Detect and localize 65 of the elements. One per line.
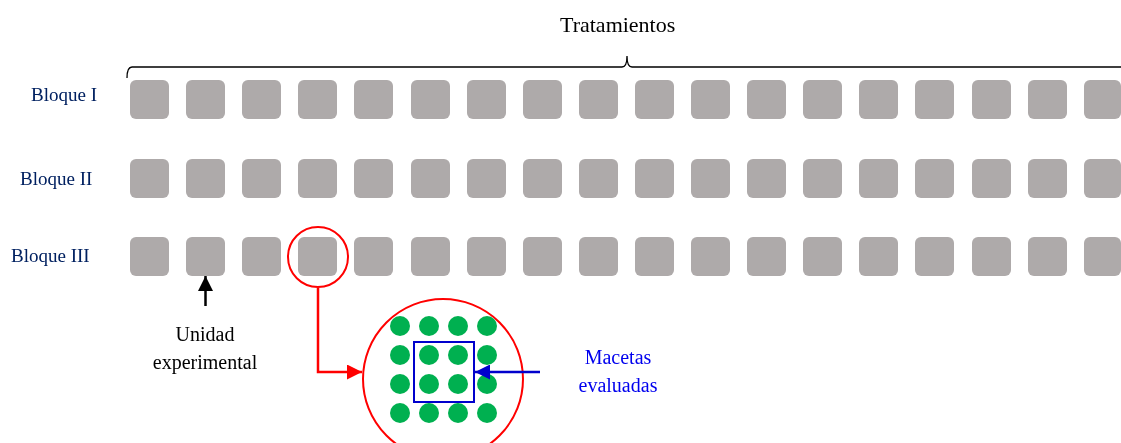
plot-square xyxy=(242,237,281,276)
plot-square xyxy=(691,80,730,119)
row-label: Bloque I xyxy=(31,84,97,106)
plot-square xyxy=(130,159,169,198)
plot-square xyxy=(186,237,225,276)
plot-square xyxy=(298,159,337,198)
plot-square xyxy=(411,237,450,276)
plot-square xyxy=(915,80,954,119)
arrow xyxy=(316,288,362,380)
plot-square xyxy=(747,159,786,198)
plot-square xyxy=(186,159,225,198)
plot-square xyxy=(1028,237,1067,276)
callout-text: Macetas evaluadas xyxy=(555,343,681,401)
plot-square xyxy=(803,159,842,198)
plot-square xyxy=(972,80,1011,119)
plot-square xyxy=(1028,159,1067,198)
plot-square xyxy=(972,237,1011,276)
plot-square xyxy=(467,237,506,276)
plot-square xyxy=(635,80,674,119)
plot-square xyxy=(523,159,562,198)
highlight-circle xyxy=(287,226,349,288)
plot-square xyxy=(242,159,281,198)
plot-square xyxy=(915,159,954,198)
plot-square xyxy=(411,80,450,119)
plot-square xyxy=(579,159,618,198)
selection-rectangle xyxy=(413,341,475,403)
plot-square xyxy=(130,80,169,119)
plot-square xyxy=(579,80,618,119)
axis-title: Tratamientos xyxy=(560,12,676,38)
plot-square xyxy=(915,237,954,276)
plot-square xyxy=(523,237,562,276)
plot-square xyxy=(467,80,506,119)
plot-square xyxy=(635,159,674,198)
plot-square xyxy=(411,159,450,198)
zoom-circle xyxy=(362,298,524,443)
row-label: Bloque III xyxy=(11,245,90,267)
plot-square xyxy=(1028,80,1067,119)
plot-square xyxy=(859,237,898,276)
plot-square xyxy=(859,80,898,119)
plot-square xyxy=(803,80,842,119)
plot-square xyxy=(579,237,618,276)
plot-square xyxy=(298,237,337,276)
plot-square xyxy=(859,159,898,198)
plot-square xyxy=(130,237,169,276)
plot-square xyxy=(523,80,562,119)
plot-square xyxy=(972,159,1011,198)
plot-square xyxy=(1084,237,1121,276)
plot-square xyxy=(635,237,674,276)
arrow xyxy=(198,276,213,306)
plot-square xyxy=(803,237,842,276)
plot-square xyxy=(242,80,281,119)
callout-text: Unidad experimental xyxy=(135,320,275,378)
plot-square xyxy=(747,80,786,119)
plot-square xyxy=(354,159,393,198)
plot-square xyxy=(691,237,730,276)
plot-square xyxy=(747,237,786,276)
plot-square xyxy=(186,80,225,119)
plot-square xyxy=(1084,80,1121,119)
plot-square xyxy=(1084,159,1121,198)
plot-square xyxy=(354,237,393,276)
row-label: Bloque II xyxy=(20,168,93,190)
plot-square xyxy=(298,80,337,119)
plot-square xyxy=(354,80,393,119)
plot-square xyxy=(691,159,730,198)
plot-square xyxy=(467,159,506,198)
